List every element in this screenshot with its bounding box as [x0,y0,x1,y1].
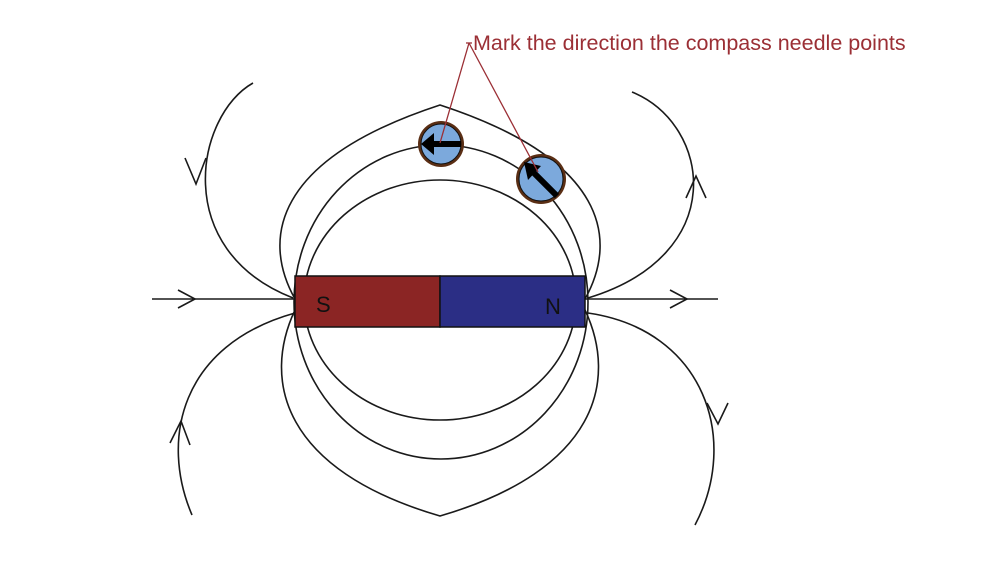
south-label: S [316,292,331,317]
needle-arrow-left-icon [421,133,461,155]
magnet-north-pole [439,275,586,328]
needle-arrow-up-left-icon [524,162,560,199]
compass-upper-right [516,154,566,204]
bar-magnet: S N [294,275,586,328]
arrow-right-icon [177,289,197,309]
field-line-top-right [587,91,695,299]
arrow-down-icon [706,402,729,426]
field-line-bottom-right [587,312,715,526]
magnet-south-pole [294,275,441,328]
annotation-leaders [439,42,539,173]
field-line-top-left [204,82,294,299]
arrow-right-icon [669,289,689,309]
north-label: N [545,294,561,319]
arrow-up-icon [685,174,707,199]
field-line-outer-top [279,104,601,300]
field-line-outer-bottom [280,309,600,517]
arrow-down-icon [184,157,207,187]
arrow-up-icon [169,419,191,446]
annotation-text: Mark the direction the compass needle po… [473,31,906,55]
field-line-bottom-left [177,312,296,516]
compass-top [418,121,464,167]
